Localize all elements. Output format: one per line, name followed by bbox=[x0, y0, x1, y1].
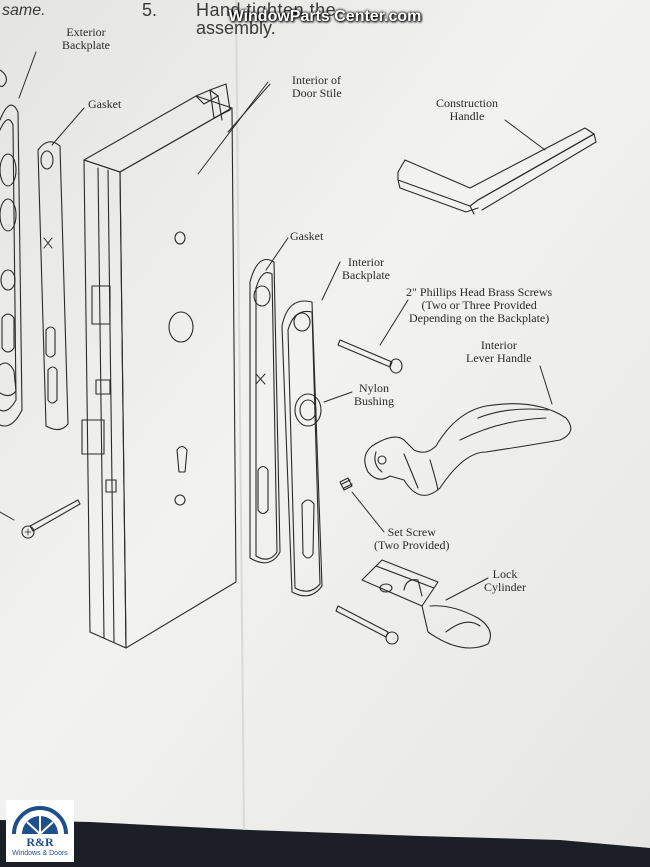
label-gasket-right: Gasket bbox=[290, 229, 324, 243]
leader-brass-screws bbox=[379, 299, 409, 346]
watermark: WindowParts Center.com bbox=[228, 8, 422, 25]
leader-nylon-bushing bbox=[323, 391, 353, 403]
step-text-line2: assembly. bbox=[196, 18, 276, 38]
fold-crease bbox=[235, 0, 245, 831]
leader-exterior-backplate bbox=[18, 51, 37, 99]
logo-subtext: Windows & Doors bbox=[12, 850, 68, 857]
leader-lever-handle bbox=[539, 365, 553, 405]
label-exterior-backplate: Exterior Backplate bbox=[62, 25, 110, 52]
label-lock-cylinder: Lock Cylinder bbox=[484, 567, 526, 594]
top-left-fragment: same. bbox=[2, 2, 46, 19]
leader-set-screw bbox=[351, 491, 385, 533]
exterior-backplate-part bbox=[0, 69, 23, 427]
leader-lock-cylinder bbox=[445, 577, 489, 601]
label-construction-handle: Construction Handle bbox=[436, 96, 498, 123]
door-stile-part bbox=[81, 83, 237, 649]
left-screw-part bbox=[0, 499, 81, 539]
leader-interior-backplate bbox=[321, 261, 341, 301]
leader-door-stile bbox=[197, 81, 269, 175]
label-interior-backplate: Interior Backplate bbox=[342, 255, 390, 282]
label-gasket-left: Gasket bbox=[88, 97, 122, 111]
label-interior-lever-handle: Interior Lever Handle bbox=[466, 338, 532, 365]
lock-cylinder-part bbox=[335, 559, 491, 649]
gasket-right-part bbox=[249, 258, 281, 564]
logo-mark bbox=[6, 800, 74, 862]
interior-backplate-part bbox=[281, 300, 323, 597]
leader-construction-handle bbox=[504, 119, 546, 151]
interior-lever-handle-part bbox=[364, 403, 572, 496]
set-screw-part bbox=[339, 477, 353, 491]
label-interior-door-stile: Interior of Door Stile bbox=[292, 73, 342, 100]
leader-gasket-right bbox=[265, 237, 289, 271]
gasket-left-part bbox=[37, 141, 69, 431]
brass-screw-part bbox=[337, 339, 403, 374]
label-brass-screws: 2" Phillips Head Brass Screws (Two or Th… bbox=[406, 285, 553, 325]
paper-sheet bbox=[0, 0, 650, 848]
logo-text: R&R bbox=[26, 835, 54, 849]
label-nylon-bushing: Nylon Bushing bbox=[354, 381, 395, 408]
step-text: Hand tighten the bbox=[196, 0, 337, 20]
construction-handle-part bbox=[397, 127, 597, 215]
leader-gasket-left bbox=[51, 107, 85, 146]
label-set-screw: Set Screw (Two Provided) bbox=[374, 525, 450, 552]
step-number: 5. bbox=[142, 0, 158, 20]
